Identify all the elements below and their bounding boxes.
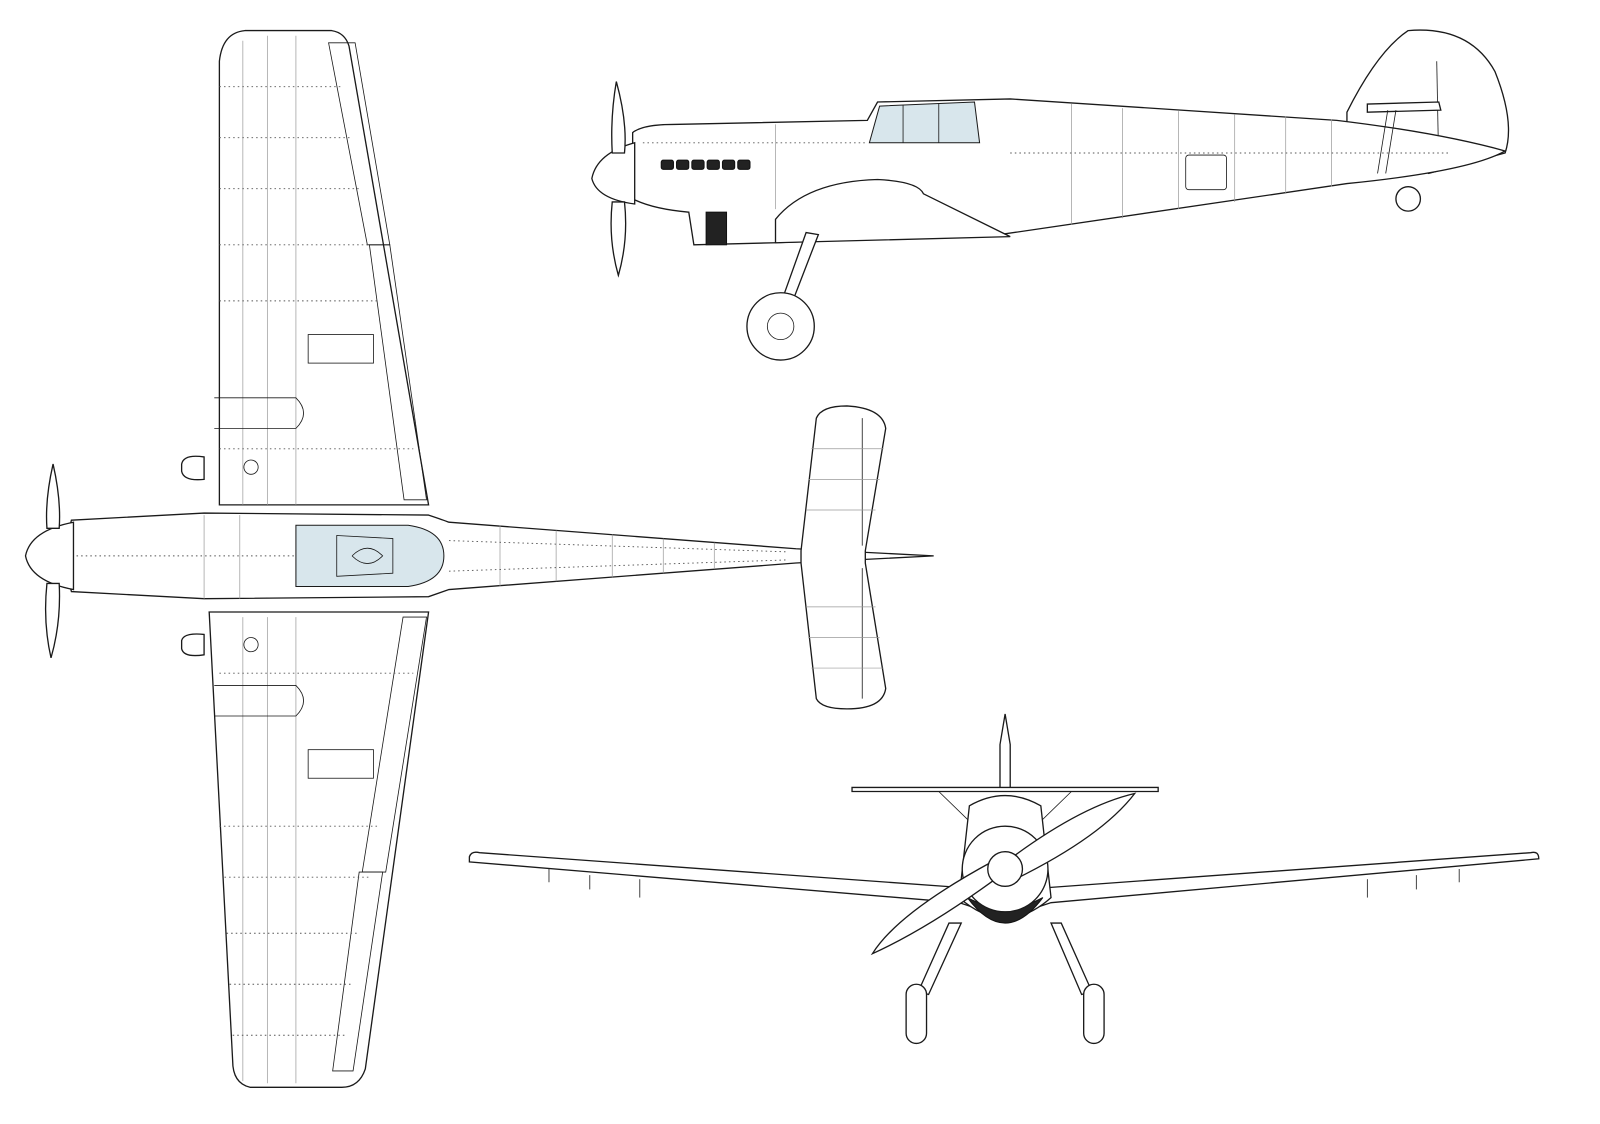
right-wheel-front <box>1083 983 1105 1045</box>
spinner-front <box>987 851 1024 888</box>
lower-aileron <box>332 871 384 1072</box>
propeller-top-lower-blade <box>44 582 61 659</box>
upper-radiator-intake <box>180 455 205 481</box>
side-panel-lines <box>642 104 1449 225</box>
side-view <box>591 29 1510 361</box>
exhaust-stacks <box>660 159 751 170</box>
main-wheel-hub-side <box>766 312 795 341</box>
lower-wing-access-port <box>243 637 259 653</box>
lower-flap <box>361 616 428 873</box>
upper-wing-hatch <box>307 334 374 364</box>
upper-flap <box>368 244 428 501</box>
fin-front <box>999 713 1011 792</box>
lower-wing-outline <box>208 611 430 1088</box>
propeller-side-upper-blade <box>611 81 626 154</box>
fuselage-panel-lines <box>76 515 786 599</box>
propeller-front-blade-2 <box>870 860 999 956</box>
propeller-top-upper-blade <box>45 463 61 530</box>
lower-radiator-intake <box>180 633 205 657</box>
canopy-frames <box>902 103 940 143</box>
pitot-and-antennas <box>548 869 1460 898</box>
main-wheel-side <box>746 292 815 361</box>
seat-top <box>336 535 394 577</box>
left-wheel-front <box>905 983 928 1045</box>
front-view <box>468 713 1540 1045</box>
tailplane-side <box>1366 101 1442 113</box>
tail-wheel <box>1395 185 1422 212</box>
radiator-side <box>705 211 728 246</box>
tailplane-top <box>800 405 887 710</box>
cockpit-top <box>295 524 445 587</box>
fuselage-access-hatch <box>1185 154 1227 191</box>
top-view <box>24 29 934 1088</box>
upper-gear-bay <box>214 397 304 429</box>
lower-gear-bay <box>214 685 304 717</box>
canopy-side <box>868 101 981 144</box>
wing-panel-lines <box>219 35 414 1084</box>
left-gear-leg-front <box>917 922 963 996</box>
upper-wing-access-port <box>243 459 259 475</box>
propeller-front-blade-1 <box>1009 792 1137 881</box>
tailplane-ribs <box>806 448 884 669</box>
propeller-side-lower-blade <box>610 201 627 278</box>
wing-root-side <box>774 178 1011 244</box>
tail-strut <box>1377 110 1397 174</box>
lower-wing-hatch <box>307 749 374 779</box>
upper-tailplane-front <box>851 786 1159 793</box>
